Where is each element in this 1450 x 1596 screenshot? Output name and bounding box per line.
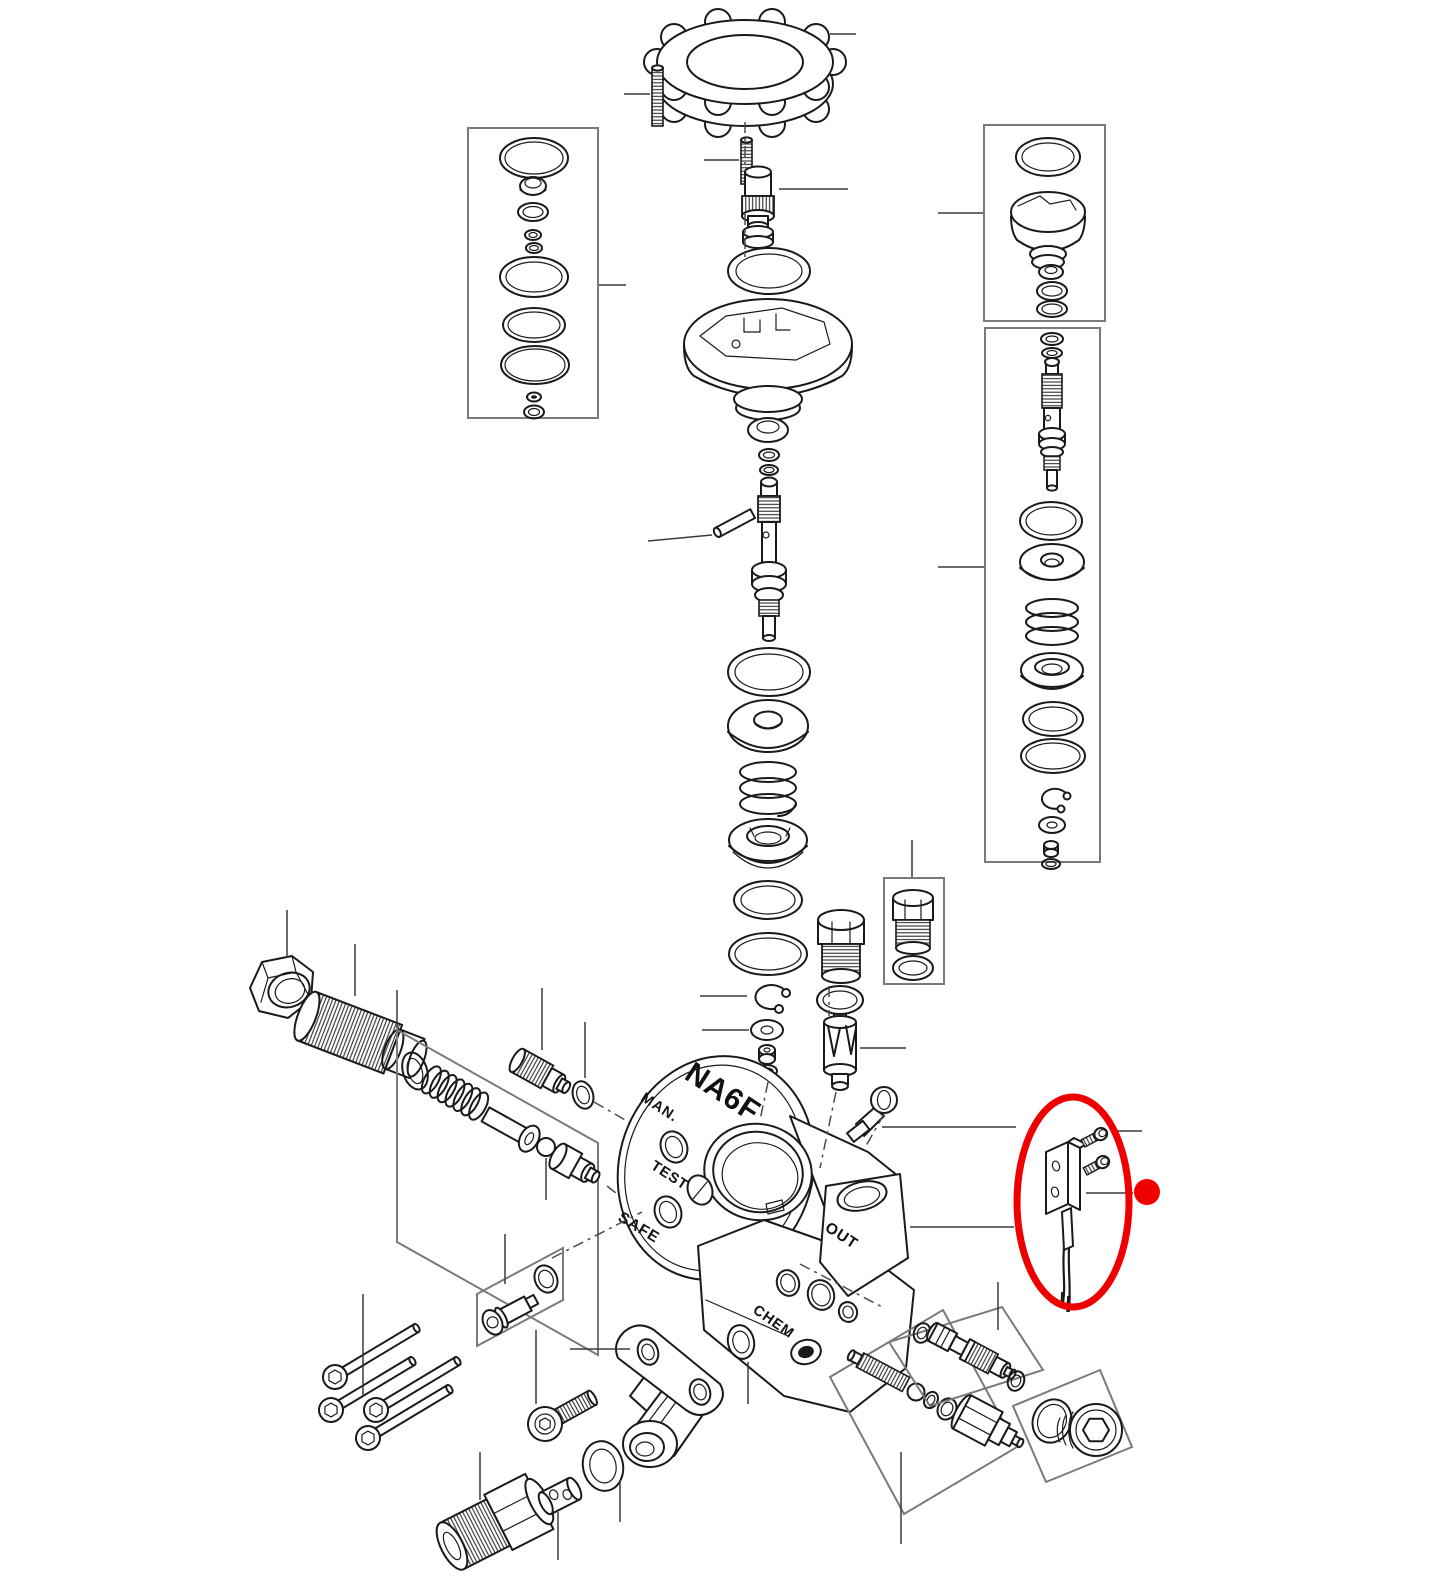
piston-guide [728,818,808,869]
flat-washer [750,1019,784,1041]
plug-kit-box [1011,1368,1134,1484]
hex-adapter [435,1472,555,1571]
spring-main [739,761,797,817]
hex-plug [817,909,865,984]
seal-kit-box [467,127,599,420]
upper-cap-kit-box [983,124,1106,322]
o-ring-large-1 [727,247,811,295]
shaft-kit-box [984,327,1101,870]
highlight-ellipse [1013,1093,1133,1311]
seal-ring-stack [747,417,789,476]
valve-cage [823,1013,857,1091]
switch-screws [1079,1124,1113,1178]
hose-nipple [293,990,428,1080]
leader-pin [647,534,713,542]
fitting-o-ring [571,1080,595,1110]
cap-assembly [683,298,853,421]
pump-body: NA6F MAN. TEST SAFE OUT CHEM [615,1055,915,1413]
valve-screw-kit-box [476,1246,564,1348]
check-ball [536,1137,556,1157]
threaded-stud-long [651,64,664,127]
socket-screw [527,1389,598,1442]
cam-lever [846,1086,898,1143]
unloader-kit-box [396,1028,601,1357]
o-ring-4 [728,932,808,976]
switch-with-wires [1045,1137,1087,1313]
hex-plug-o-ring [816,985,864,1015]
hex-nut [249,955,314,1019]
washer-cup [727,699,809,753]
chem-o-ring [726,1324,756,1360]
assembly-axis-valve-screw [551,1211,643,1259]
nipple-kit-box [828,1308,1025,1516]
cross-pin [537,1476,583,1516]
small-nut [758,1044,776,1065]
socket-head-bolts [313,1315,467,1456]
elbow-flange [615,1324,724,1468]
o-ring-large-2 [727,647,811,697]
valve-shaft [751,476,787,642]
hex-plug-kit-box [883,877,945,985]
roll-pin [712,508,757,539]
splined-adapter [741,165,775,249]
retaining-ring [754,984,791,1014]
o-ring-3 [733,880,803,920]
control-knob [643,8,847,138]
highlight-dot[interactable] [1134,1179,1160,1205]
seal-washer [581,1440,625,1492]
spool-kit-box [887,1305,1045,1408]
straight-fitting [508,1047,572,1094]
